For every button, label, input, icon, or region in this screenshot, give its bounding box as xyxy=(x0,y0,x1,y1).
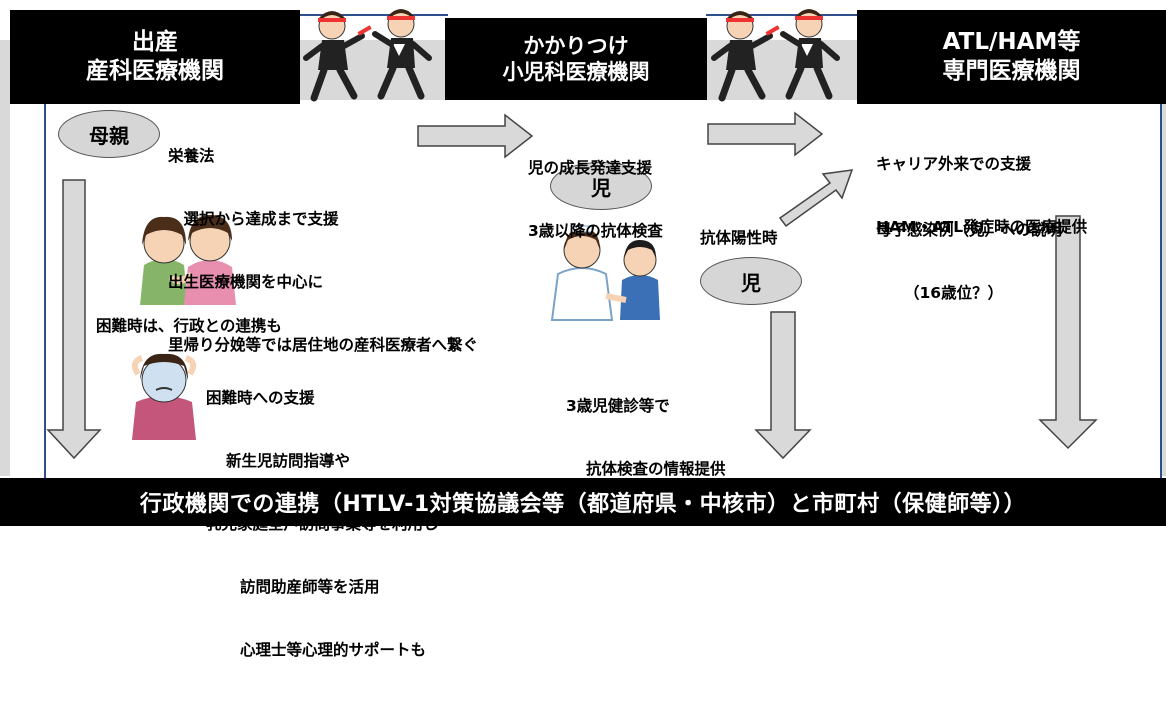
text-line: 選択から達成まで支援 xyxy=(168,210,339,228)
child-oval-2: 児 xyxy=(700,257,802,305)
stage-header-line2: 産科医療機関 xyxy=(86,58,224,84)
text-line: 栄養法 xyxy=(168,147,215,165)
child-oval-1: 児 xyxy=(550,162,652,210)
text-line: キャリア外来での支援 xyxy=(876,155,1032,173)
pediatric-support-text: 児の成長発達支援 3歳以降の抗体検査 xyxy=(528,116,663,284)
stage-header-line1: 出産 xyxy=(132,29,178,56)
text-line: 里帰り分娩等では居住地の産科医療者へ繋ぐ xyxy=(168,336,479,354)
text-line: 母子感染例（児）への説明 xyxy=(876,221,1063,239)
stage-header-line1: ATL/HAM等 xyxy=(942,29,1081,56)
text-line: 3歳児健診等で xyxy=(566,397,670,415)
text-line: （16歳位？） xyxy=(904,284,1004,302)
diagram-frame: 出産 産科医療機関 かかりつけ 小児科医療機関 ATL/HAM等 専門医療機関 … xyxy=(0,9,1166,659)
mother-and-supporter-illustration xyxy=(140,215,236,305)
diagram-graphics xyxy=(46,9,1098,460)
arrow-down-specialist xyxy=(1038,215,1098,450)
child-explanation-text: 母子感染例（児）への説明 （16歳位？） xyxy=(876,178,1062,346)
obstetric-support-text: 栄養法 選択から達成まで支援 出生医療機関を中心に 里帰り分娩等では居住地の産科… xyxy=(168,104,478,398)
text-line: 児の成長発達支援 xyxy=(528,159,653,177)
text-line: 心理士等心理的サポートも xyxy=(240,641,427,659)
stage-header-line1: かかりつけ xyxy=(523,33,629,58)
arrow-obstetric-to-pediatric xyxy=(417,113,534,159)
specialist-support-text: キャリア外来での支援 HAM・ATL発症時の医療提供 xyxy=(876,112,1087,280)
text-line: 新生児訪問指導や xyxy=(226,452,351,470)
stage-header-specialist: ATL/HAM等 専門医療機関 xyxy=(857,10,1166,104)
relay-runners-illustration-2 xyxy=(706,9,860,102)
left-border xyxy=(0,40,10,476)
text-line: 抗体検査の情報提供 xyxy=(586,460,726,478)
arrow-down-pediatric xyxy=(754,311,812,460)
text-line: 訪問助産師等を活用 xyxy=(240,578,380,596)
text-line: HAM・ATL発症時の医療提供 xyxy=(876,218,1088,236)
relay-runners-illustration-1 xyxy=(296,9,448,102)
text-line: 3歳以降の抗体検査 xyxy=(528,222,663,240)
administrative-cooperation-banner: 行政機関での連携（HTLV-1対策協議会等（都道府県・中核市）と市町村（保健師等… xyxy=(0,478,1166,526)
antibody-positive-label: 抗体陽性時 xyxy=(700,229,778,247)
stage-header-pediatric: かかりつけ 小児科医療機関 xyxy=(445,18,707,100)
checkup-info-text: 3歳児健診等で 抗体検査の情報提供 xyxy=(566,354,726,522)
stage-header-line2: 専門医療機関 xyxy=(942,58,1081,84)
stage-header-line2: 小児科医療機関 xyxy=(502,60,650,84)
text-line: 困難時への支援 xyxy=(206,389,315,407)
difficulty-title: 困難時は、行政との連携も xyxy=(96,317,282,335)
mother-oval: 母親 xyxy=(58,110,160,158)
nurse-and-child-illustration xyxy=(550,225,660,321)
text-line: 出生医療機関を中心に xyxy=(168,273,324,291)
stage-header-obstetric: 出産 産科医療機関 xyxy=(10,10,300,104)
arrow-down-obstetric xyxy=(46,179,102,460)
arrow-pediatric-to-specialist xyxy=(707,111,824,157)
worried-mother-illustration xyxy=(131,353,197,440)
arrow-positive-to-specialist xyxy=(778,169,854,228)
